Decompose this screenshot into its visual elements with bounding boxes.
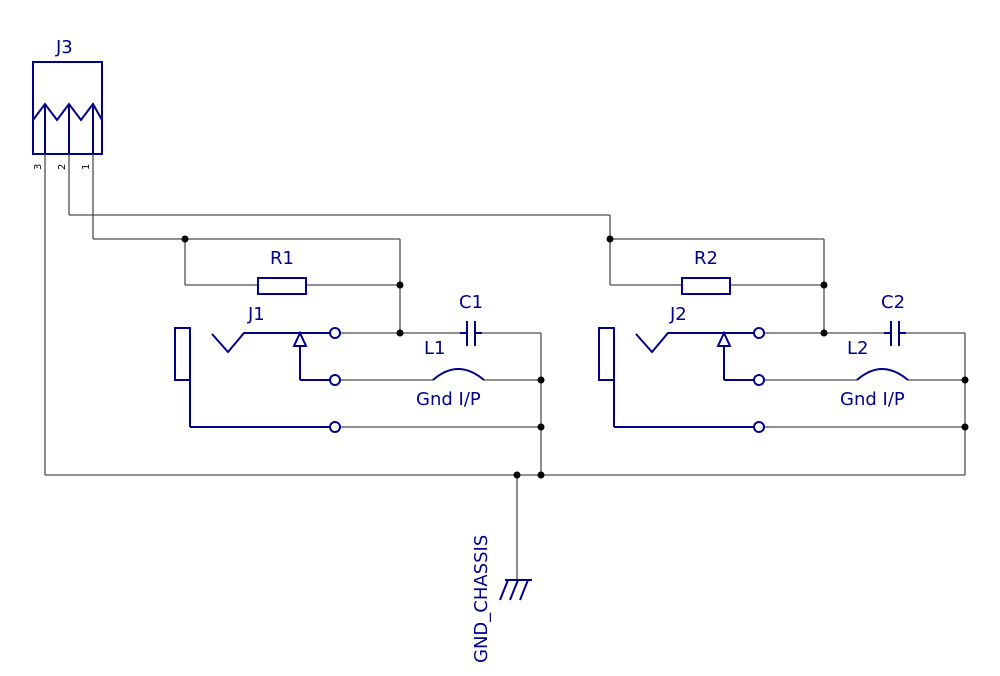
capacitor-c1-ref: C1 xyxy=(459,292,483,313)
net-label-gnd-ip-1: Gnd I/P xyxy=(416,389,481,410)
inductor-l2[interactable]: L2 Gnd I/P xyxy=(840,338,909,410)
inductor-l1[interactable]: L1 Gnd I/P xyxy=(416,338,485,410)
connector-j3-ref: J3 xyxy=(55,37,73,58)
connector-j3[interactable]: J3 3 2 1 xyxy=(32,37,103,170)
inductor-l2-ref: L2 xyxy=(847,338,868,359)
junction-dots xyxy=(181,235,969,479)
resistor-r2-ref: R2 xyxy=(694,248,718,269)
chassis-ground-symbol[interactable]: GND_CHASSIS xyxy=(471,535,532,663)
jack-j1-ref: J1 xyxy=(247,304,265,325)
inductor-l1-ref: L1 xyxy=(424,338,445,359)
resistor-r1[interactable]: R1 xyxy=(257,248,307,295)
capacitor-c1[interactable]: C1 xyxy=(459,292,483,346)
capacitor-c2[interactable]: C2 xyxy=(881,292,906,346)
resistor-r1-ref: R1 xyxy=(270,248,294,269)
jack-j2[interactable]: J2 xyxy=(598,304,765,433)
jack-j1[interactable]: J1 xyxy=(174,304,341,433)
resistor-r2[interactable]: R2 xyxy=(681,248,731,295)
capacitor-c2-ref: C2 xyxy=(881,292,905,313)
wires xyxy=(44,154,966,580)
net-label-gnd-ip-2: Gnd I/P xyxy=(840,389,905,410)
connector-pin-3: 3 xyxy=(33,164,44,170)
connector-pin-2: 2 xyxy=(57,164,68,170)
connector-pin-1: 1 xyxy=(81,164,92,170)
ground-label: GND_CHASSIS xyxy=(471,535,492,663)
jack-j2-ref: J2 xyxy=(669,304,687,325)
